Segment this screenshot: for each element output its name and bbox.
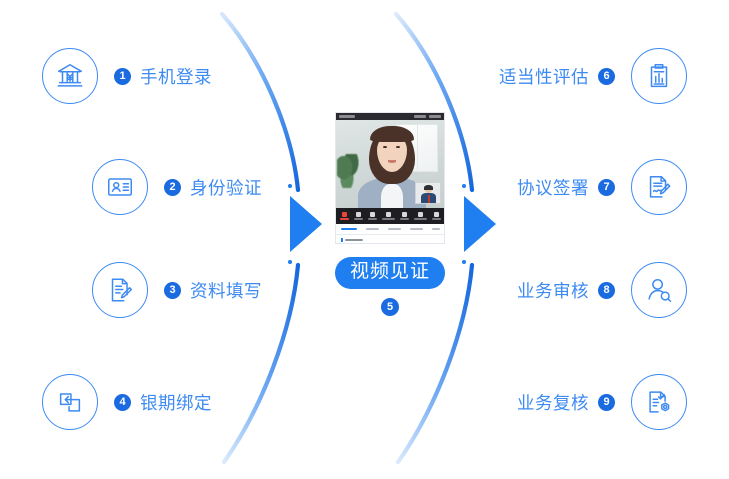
agent-hair bbox=[424, 185, 433, 190]
step-label: 身份验证 bbox=[190, 177, 262, 198]
step-label: 资料填写 bbox=[190, 280, 262, 301]
step-label: 适当性评估 bbox=[499, 66, 589, 87]
step-item-2[interactable]: 2 身份验证 bbox=[92, 155, 262, 219]
step-item-3[interactable]: 3 资料填写 bbox=[92, 258, 262, 322]
camera-button[interactable] bbox=[367, 212, 377, 220]
customer-shirt bbox=[381, 184, 403, 208]
step-badge-5: 5 bbox=[381, 297, 399, 316]
step-badge: 2 bbox=[164, 178, 181, 196]
participants-button[interactable] bbox=[413, 212, 427, 220]
video-call-view bbox=[336, 120, 444, 208]
step-badge: 9 bbox=[598, 393, 615, 411]
step-label: 业务审核 bbox=[517, 280, 589, 301]
detail-panel bbox=[336, 235, 444, 243]
record-button[interactable] bbox=[399, 212, 409, 220]
link-squares-icon bbox=[42, 374, 98, 430]
step-item-8[interactable]: 业务审核 8 bbox=[517, 258, 687, 322]
step-badge: 7 bbox=[598, 178, 615, 196]
customer-mouth bbox=[388, 160, 396, 163]
clipboard-chart-icon bbox=[631, 48, 687, 104]
phone-status-bar bbox=[336, 113, 444, 120]
step-label: 手机登录 bbox=[140, 66, 212, 87]
background-plant bbox=[337, 154, 359, 188]
tab-second[interactable] bbox=[365, 227, 379, 231]
step-item-4[interactable]: 4 银期绑定 bbox=[42, 370, 212, 434]
agent-pip-window[interactable] bbox=[415, 182, 441, 204]
tab-basic-info[interactable] bbox=[340, 227, 357, 231]
step-badge: 1 bbox=[114, 67, 131, 85]
tab-fourth[interactable] bbox=[409, 227, 423, 231]
center-video-column: 视频见证 5 bbox=[335, 112, 446, 316]
step-badge: 8 bbox=[598, 281, 615, 299]
customer-fringe bbox=[370, 126, 414, 142]
mute-button[interactable] bbox=[353, 212, 363, 220]
agent-tie bbox=[427, 195, 430, 203]
step-badge: 4 bbox=[114, 393, 131, 411]
step-label: 业务复核 bbox=[517, 392, 589, 413]
step-item-6[interactable]: 适当性评估 6 bbox=[499, 44, 687, 108]
more-button[interactable] bbox=[431, 212, 441, 220]
flow-arrow-right bbox=[462, 184, 496, 264]
video-witness-phone bbox=[335, 112, 445, 244]
user-search-icon bbox=[631, 262, 687, 318]
video-witness-pill[interactable]: 视频见证 bbox=[335, 257, 446, 289]
step-item-1[interactable]: 1 手机登录 bbox=[42, 44, 212, 108]
tab-third[interactable] bbox=[387, 227, 401, 231]
document-verified-icon bbox=[631, 374, 687, 430]
share-screen-button[interactable] bbox=[381, 212, 395, 220]
video-control-toolbar[interactable] bbox=[336, 208, 444, 224]
signature-document-icon bbox=[631, 159, 687, 215]
end-call-button[interactable] bbox=[339, 212, 349, 220]
document-pen-icon bbox=[92, 262, 148, 318]
customer-eye-left bbox=[383, 146, 387, 148]
tab-fifth[interactable] bbox=[431, 227, 440, 231]
step-item-9[interactable]: 业务复核 9 bbox=[517, 370, 687, 434]
customer-eye-right bbox=[396, 146, 400, 148]
id-card-icon bbox=[92, 159, 148, 215]
step-badge: 3 bbox=[164, 281, 181, 299]
step-label: 协议签署 bbox=[517, 177, 589, 198]
detail-tabs[interactable] bbox=[336, 224, 444, 235]
bank-yuan-icon bbox=[42, 48, 98, 104]
step-item-7[interactable]: 协议签署 7 bbox=[517, 155, 687, 219]
step-badge: 6 bbox=[598, 67, 615, 85]
flow-arrow-left bbox=[288, 184, 322, 264]
step-label: 银期绑定 bbox=[140, 392, 212, 413]
detail-section-heading bbox=[341, 238, 439, 242]
